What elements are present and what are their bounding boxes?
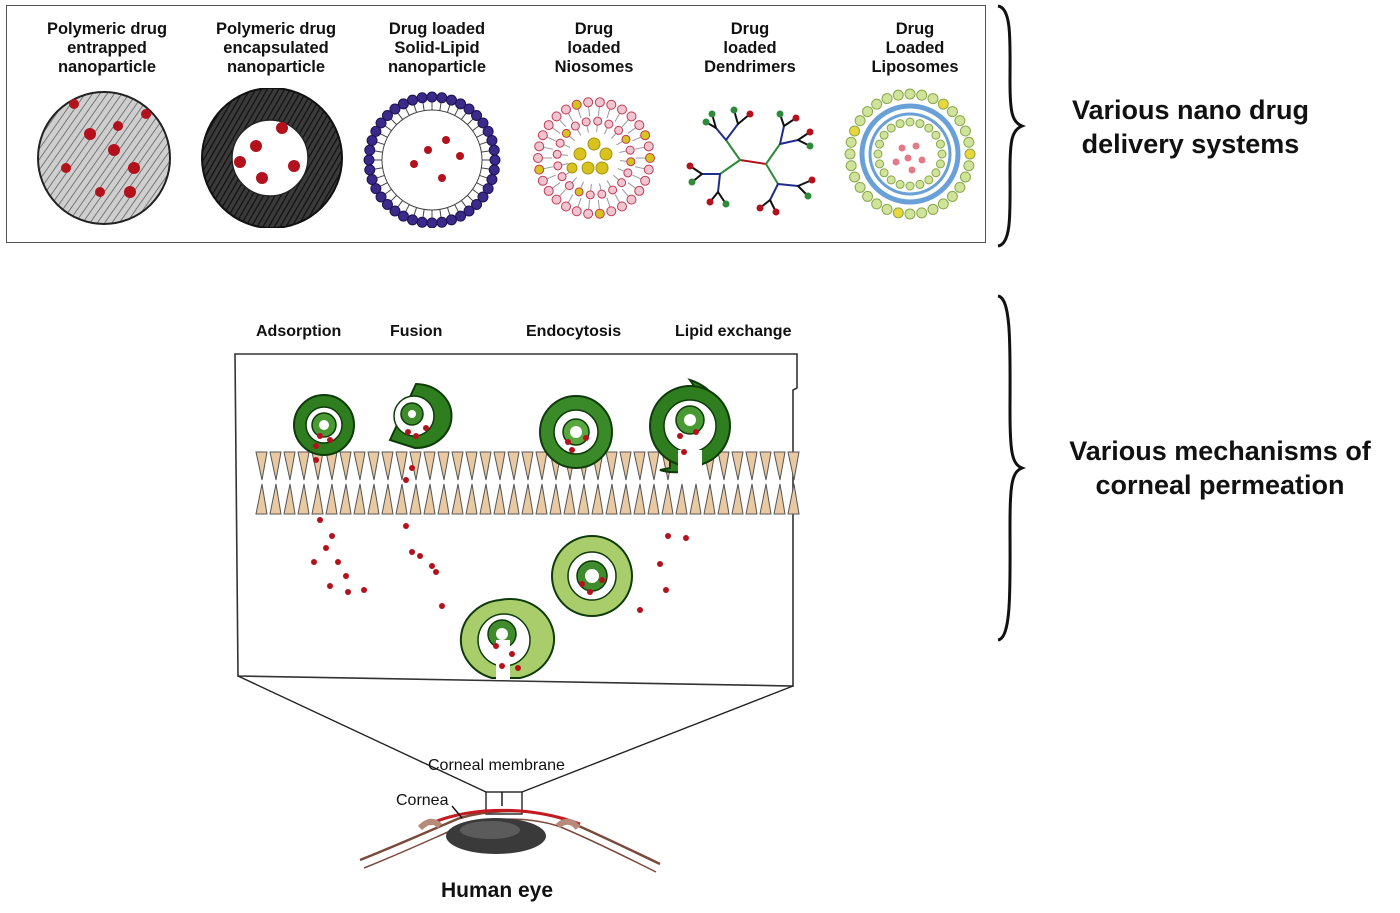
dendrimer-icon: [686, 106, 816, 216]
solid-lipid-icon: [363, 91, 501, 228]
label-endocytosis: Endocytosis: [526, 323, 622, 340]
corneal-permeation-diagram: [234, 353, 800, 873]
mechanisms-caption: Various mechanisms of corneal permeation: [1069, 436, 1371, 500]
label-corneal-membrane: Corneal membrane: [428, 757, 565, 774]
label-lipid-exchange: Lipid exchange: [675, 323, 792, 340]
label-cornea: Cornea: [396, 792, 449, 809]
nano-systems-caption: Various nano drug delivery systems: [1071, 95, 1310, 159]
label-liposomes: Drug Loaded Liposomes: [871, 20, 959, 76]
label-dendrimers: Drug loaded Dendrimers: [704, 20, 796, 76]
label-fusion: Fusion: [390, 323, 443, 340]
label-adsorption: Adsorption: [256, 323, 342, 340]
brace-top-icon: [997, 4, 1027, 248]
label-polymeric-encapsulated: Polymeric drug encapsulated nanoparticle: [215, 20, 337, 76]
brace-bottom-icon: [997, 294, 1027, 642]
polymeric-encapsulated-icon: [201, 88, 343, 228]
label-niosomes: Drug loaded Niosomes: [554, 20, 634, 76]
niosome-icon: [533, 97, 655, 219]
polymeric-entrapped-icon: [37, 91, 171, 225]
label-solid-lipid: Drug loaded Solid-Lipid nanoparticle: [387, 20, 487, 76]
label-polymeric-entrapped: Polymeric drug entrapped nanoparticle: [46, 20, 168, 76]
nano-systems-panel: [6, 5, 986, 243]
liposome-icon: [844, 88, 976, 220]
human-eye-title: Human eye: [441, 879, 554, 902]
